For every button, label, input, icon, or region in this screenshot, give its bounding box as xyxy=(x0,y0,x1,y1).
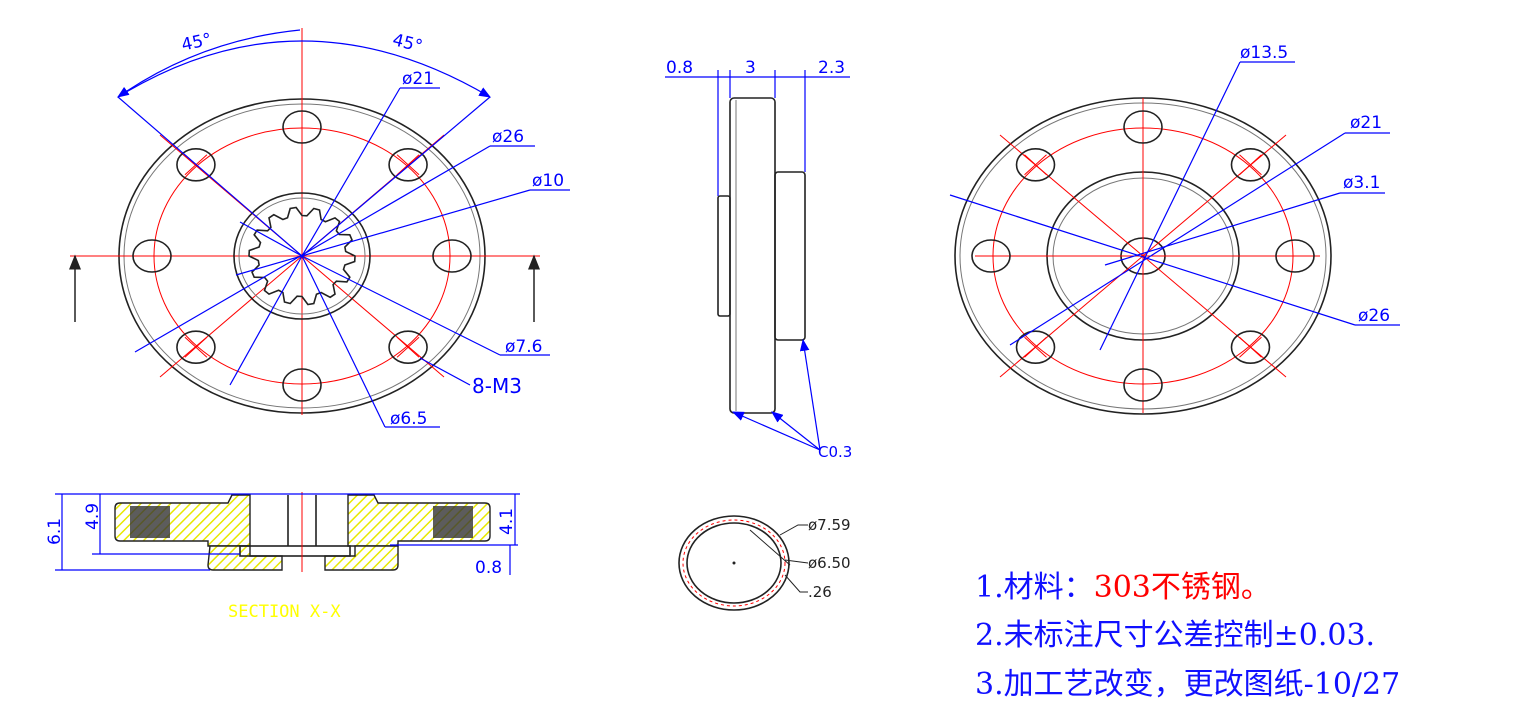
dim-21-label: ø21 xyxy=(402,69,434,89)
dim-4-1-label: 4.1 xyxy=(497,508,517,535)
bolt-hole xyxy=(1015,147,1056,182)
bolt-hole xyxy=(432,239,472,273)
holes-label: 8-M3 xyxy=(472,374,522,398)
dim-4-9-label: 4.9 xyxy=(83,503,103,530)
note-2: 2.未标注尺寸公差控制±0.03. xyxy=(975,618,1376,653)
hole-cross xyxy=(184,336,208,358)
dim-2-3-label: 2.3 xyxy=(818,58,845,78)
angle-right-label: 45° xyxy=(390,30,424,57)
angle-left-label: 45° xyxy=(180,30,214,56)
hole-cross xyxy=(1239,154,1262,176)
bolt-hole xyxy=(1123,110,1163,144)
spline-bore xyxy=(248,206,356,306)
bolt-hole xyxy=(1230,330,1271,365)
dim-3-label: 3 xyxy=(745,58,756,78)
bolt-hole xyxy=(1275,239,1315,273)
dim-3-1-label: ø3.1 xyxy=(1343,173,1380,193)
section-view: 6.1 4.9 4.1 0.8 SECTION X-X xyxy=(45,492,520,622)
dim-7-6-label: ø7.6 xyxy=(505,337,542,357)
bolt-holes-rear xyxy=(971,110,1315,402)
bolt-hole xyxy=(388,330,428,365)
rear-view: ø13.5 ø21 ø3.1 ø26 xyxy=(949,43,1400,415)
dim-13-5-label: ø13.5 xyxy=(1240,43,1288,63)
front-view: 45° 45° ø21 ø26 ø10 ø7.6 ø6.5 8-M3 xyxy=(69,28,570,429)
dim-0-8-label: 0.8 xyxy=(666,58,693,78)
dim-outer-label: ø7.59 xyxy=(808,516,851,534)
note-1: 1.材料：303不锈钢。 xyxy=(975,562,1271,606)
dim-6-1-label: 6.1 xyxy=(45,518,65,545)
bolt-hole xyxy=(176,147,216,182)
hole-cross xyxy=(396,154,420,176)
note-3: 3.加工艺改变，更改图纸-10/27 xyxy=(975,667,1401,702)
hole-cross xyxy=(396,336,420,358)
dim-26-rear-label: ø26 xyxy=(1358,306,1390,326)
bolt-hole xyxy=(176,330,216,365)
dim-26-label: ø26 xyxy=(492,127,524,147)
dim-6-5-label: ø6.5 xyxy=(390,409,427,429)
note-1-material: 303不锈钢。 xyxy=(1093,570,1271,605)
bolt-hole xyxy=(1230,147,1271,182)
note-1-prefix: 1.材料： xyxy=(975,570,1094,605)
chamfer-label: C0.3 xyxy=(818,443,852,461)
dim-0-8-section-label: 0.8 xyxy=(475,558,502,578)
bolt-hole xyxy=(282,110,322,144)
bolt-hole xyxy=(388,147,428,182)
section-title: SECTION X-X xyxy=(228,602,341,622)
dim-depth-label: .26 xyxy=(808,583,832,601)
bolt-hole xyxy=(282,368,322,402)
dim-inner-label: ø6.50 xyxy=(808,554,851,572)
side-view: 0.8 3 2.3 C0.3 xyxy=(665,58,852,461)
angle-arc xyxy=(117,40,492,98)
hole-cross xyxy=(1024,336,1047,358)
dim-10-label: ø10 xyxy=(532,171,564,191)
hole-cross xyxy=(1024,154,1047,176)
bolt-hole xyxy=(1123,368,1163,402)
bolt-hole xyxy=(971,239,1011,273)
hole-cross xyxy=(1239,336,1262,358)
bolt-hole xyxy=(1015,330,1056,365)
spline-detail: ø7.59 ø6.50 .26 xyxy=(678,515,851,611)
hub-circle xyxy=(233,192,371,320)
bolt-hole xyxy=(132,239,172,273)
dim-21-rear-label: ø21 xyxy=(1350,113,1382,133)
